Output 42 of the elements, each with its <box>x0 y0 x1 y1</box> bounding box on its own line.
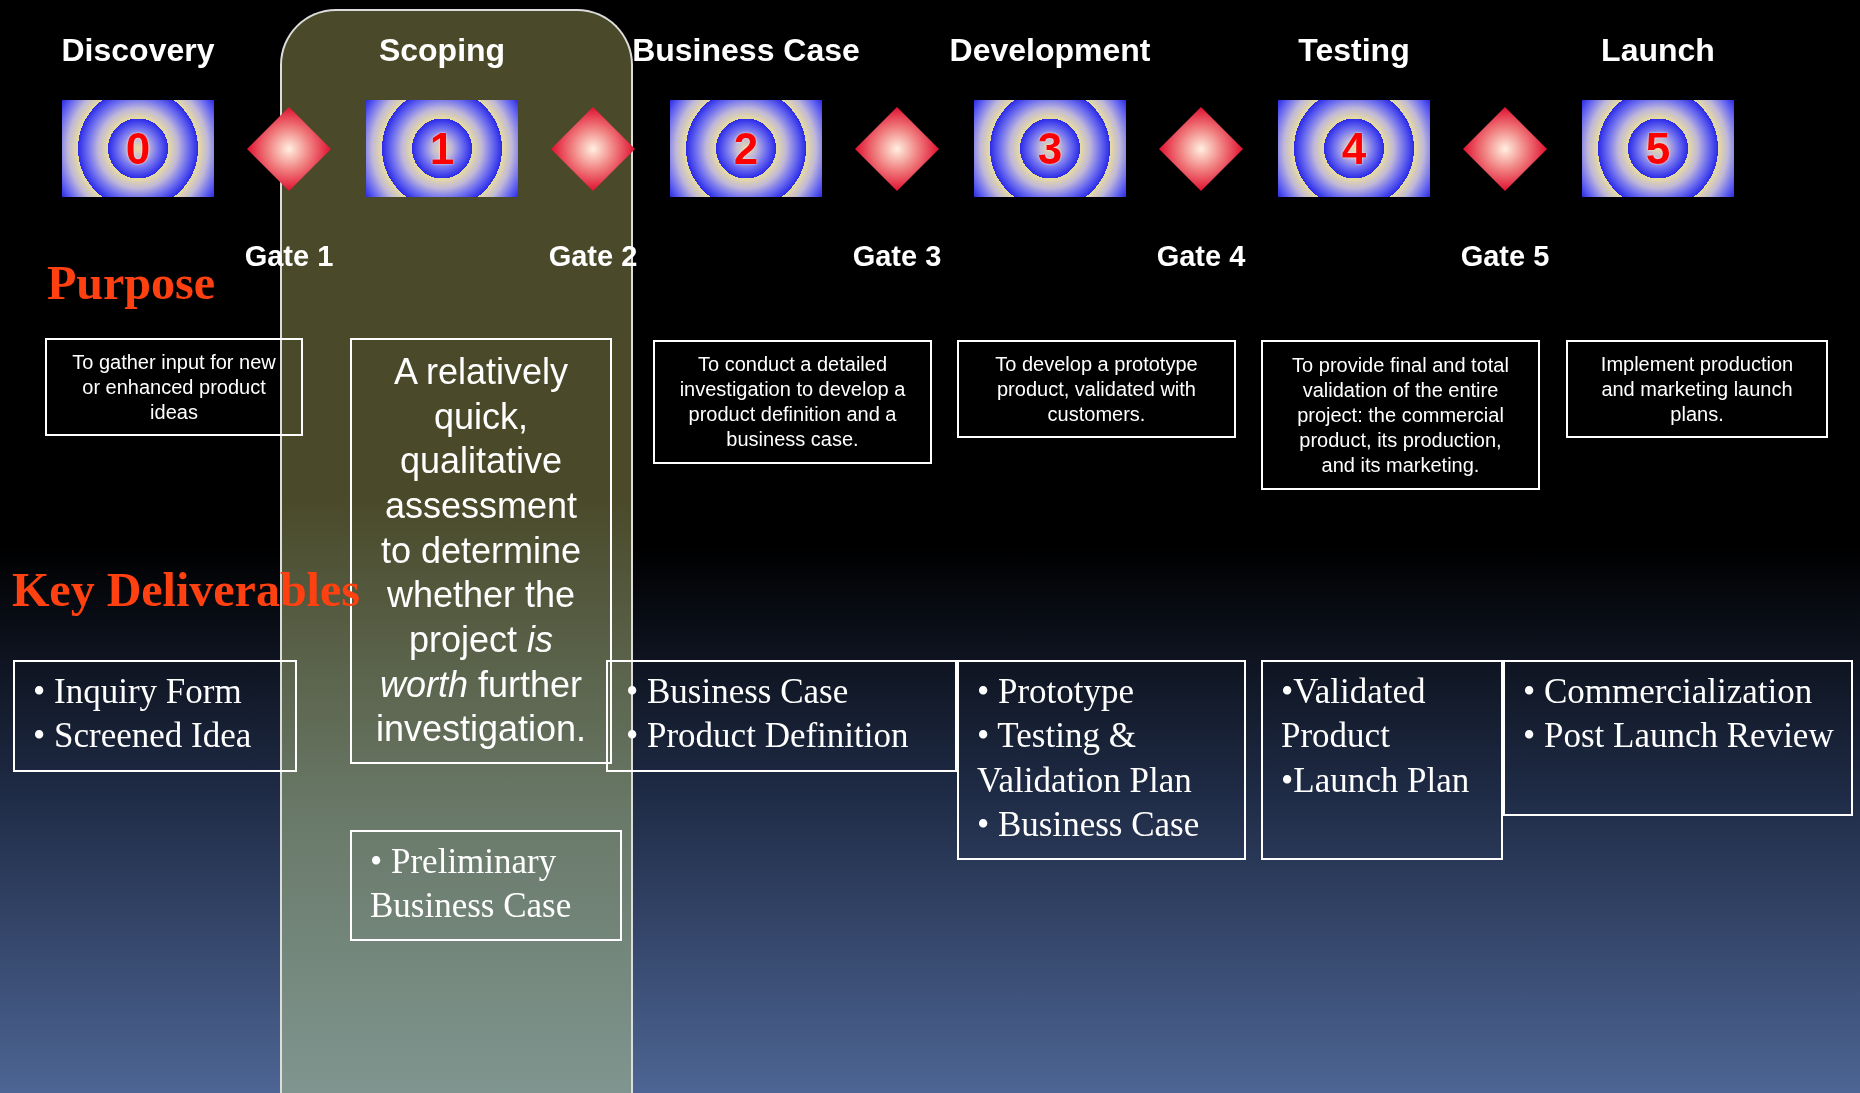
stage-title: Development <box>948 32 1152 69</box>
stage-number-box: 3 <box>974 100 1126 197</box>
gate-diamond <box>1159 107 1243 191</box>
deliverables-box <box>1261 660 1503 860</box>
deliverables-box <box>1503 660 1853 816</box>
stage-title: Discovery <box>60 32 216 69</box>
bullet-item: • Testing & Validation Plan <box>977 715 1193 802</box>
gate-label: Gate 3 <box>851 240 943 273</box>
purpose-text-box: To provide final and total validation of the entire project: the commercial product, its production, and its marketing. <box>1261 340 1540 490</box>
bullet-item: • Prototype <box>977 671 1136 713</box>
gate-label: Gate 5 <box>1459 240 1551 273</box>
purpose-text-box: To conduct a detailed investigation to develop a product definition and a business case. <box>653 340 932 464</box>
stage-number-box: 5 <box>1582 100 1734 197</box>
bullet-item: • Commercialization <box>1523 671 1814 713</box>
gate-diamond <box>247 107 331 191</box>
stage-number-box: 0 <box>62 100 214 197</box>
bullet-item: • Screened Idea <box>33 715 253 758</box>
stage-title: Testing <box>1297 32 1411 69</box>
gate-label: Gate 4 <box>1155 240 1247 273</box>
stage-title: Scoping <box>377 32 507 69</box>
bullet-item: • Business Case <box>977 804 1201 847</box>
stage-title: Business Case <box>631 32 861 69</box>
stage-number-box: 4 <box>1278 100 1430 197</box>
bullet-item: • Preliminary Business Case <box>370 841 573 928</box>
stage-title: Launch <box>1600 32 1716 69</box>
section-heading: Purpose <box>47 255 215 310</box>
gate-diamond <box>551 107 635 191</box>
bullet-item: • Inquiry Form <box>33 671 243 713</box>
gate-diamond <box>855 107 939 191</box>
bullet-item: •Validated Product <box>1281 671 1427 758</box>
deliverables-box <box>13 660 297 772</box>
bullet-item: •Launch Plan <box>1281 759 1471 802</box>
stage-number-box: 1 <box>366 100 518 197</box>
stage-number-box: 2 <box>670 100 822 197</box>
purpose-text-box: To gather input for new or enhanced product ideas <box>45 338 303 436</box>
deliverables-box <box>606 660 957 772</box>
purpose-text-box: Implement production and marketing launch plans. <box>1566 340 1828 438</box>
purpose-text-box: To develop a prototype product, validated with customers. <box>957 340 1236 438</box>
bullet-item: • Post Launch Review <box>1523 715 1835 758</box>
gate-diamond <box>1463 107 1547 191</box>
deliverables-box <box>350 830 622 941</box>
deliverables-box <box>957 660 1246 860</box>
